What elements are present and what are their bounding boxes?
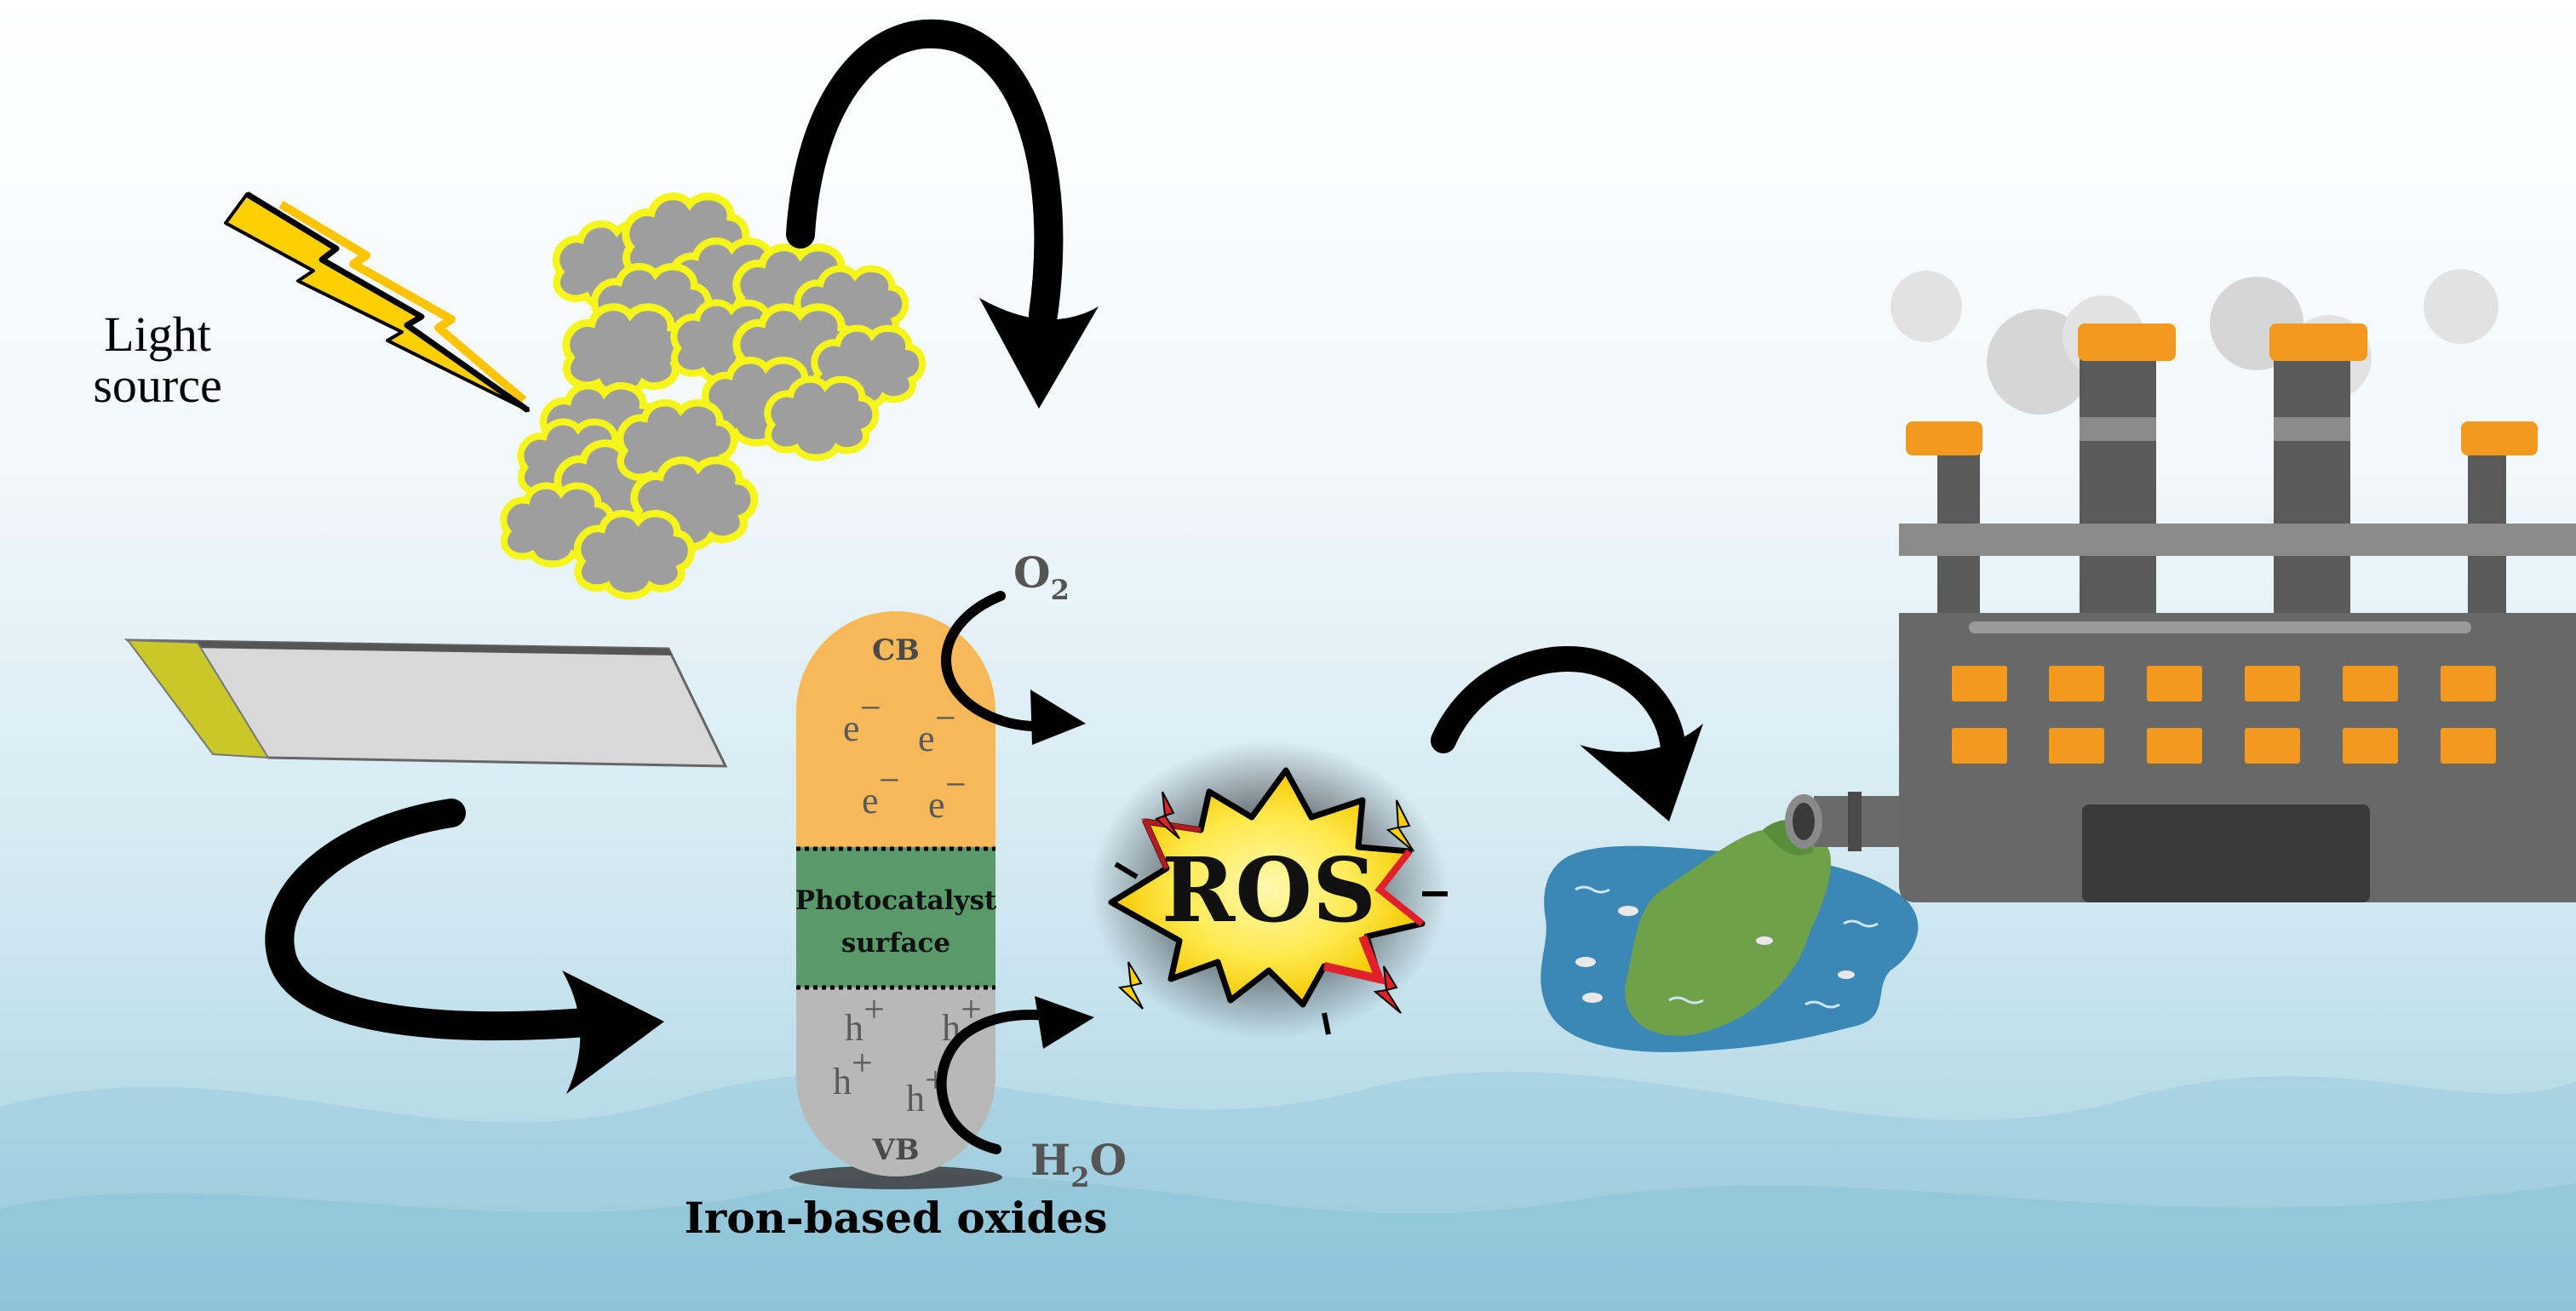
svg-text:h: h [833,1061,852,1102]
arrow-ros-to-water [1431,646,1703,822]
svg-text:h: h [906,1078,925,1119]
hole: h+ [833,1042,873,1102]
smoke-wisps-2 [0,1174,2576,1311]
arrow-particles-to-catalyst [786,19,1099,409]
vb-label: VB [871,1133,919,1167]
factory-icon [1785,269,2576,902]
vb-band [796,988,995,1176]
svg-text:e: e [918,718,935,759]
svg-text:+: + [863,988,885,1030]
svg-text:−: − [860,687,881,729]
factory-windows [1952,666,2496,764]
svg-text:−: − [935,697,956,739]
arrow-o2-to-ros [941,591,1086,745]
svg-text:e: e [862,780,879,822]
arrow-tube-to-catalyst [265,799,664,1094]
svg-text:h: h [845,1007,863,1049]
polluted-water-icon [1540,820,1919,1052]
electron: e− [862,759,900,822]
light-source-label-line2: source [93,358,221,413]
svg-text:−: − [879,759,900,801]
svg-text:e: e [928,784,945,826]
water-label: H2O [1030,1135,1127,1194]
electron: e− [918,697,956,759]
surface-label-line2: surface [841,928,950,959]
electron: e− [928,764,967,826]
cb-label: CB [872,633,920,667]
hole: h+ [942,988,982,1049]
catalyst-name-label: Iron-based oxides [685,1193,1108,1243]
svg-text:+: + [852,1042,873,1084]
surface-band [796,847,995,988]
photocatalyst-capsule: CB e− e− e− e− Photocatalyst surface h+ … [789,611,1002,1189]
discharge-pipe [1785,792,1899,851]
lightning-bolt-icon [224,192,531,413]
arrow-h2o-to-ros [936,996,1094,1154]
svg-text:−: − [945,764,967,805]
capsule-shadow [789,1165,1002,1189]
hole: h+ [845,988,885,1049]
light-source-label-line1: Light [104,306,211,362]
electron: e− [843,687,881,749]
explosion-burst-icon: ROS [1090,741,1448,1039]
svg-text:e: e [843,707,860,749]
light-tube-icon [123,638,728,768]
oxygen-label: O2 [1013,547,1070,606]
smoke-wisps [0,1071,2576,1311]
surface-label-line1: Photocatalyst [795,885,997,916]
ros-label: ROS [1162,838,1376,942]
